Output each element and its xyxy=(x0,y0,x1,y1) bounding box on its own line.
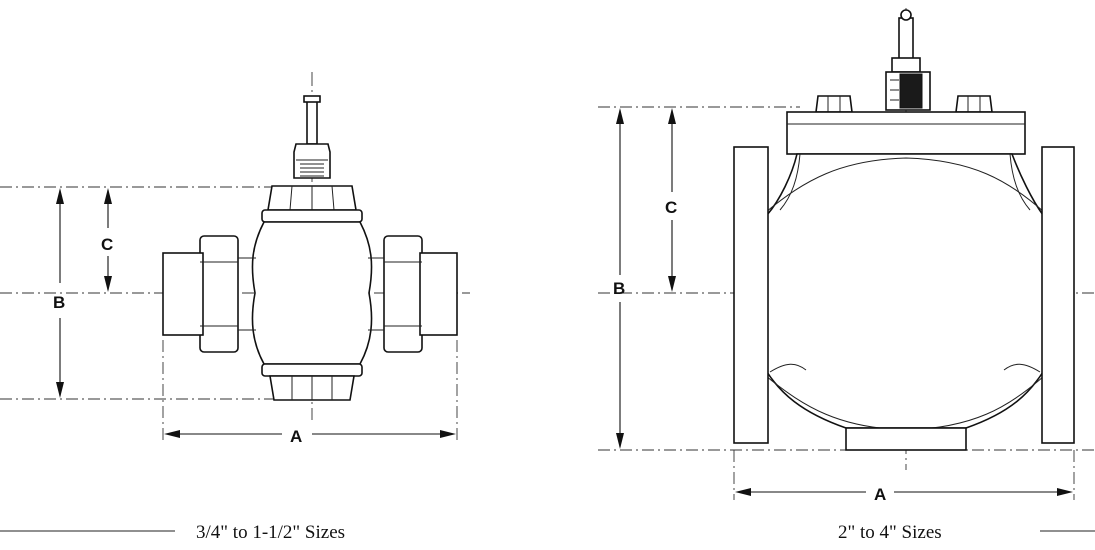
large-valve-diagram: B C A 2" to 4" Sizes xyxy=(598,8,1095,543)
small-dim-c-label: C xyxy=(101,235,113,254)
large-dim-a-label: A xyxy=(874,485,886,504)
small-dim-b-label: B xyxy=(53,293,65,312)
small-valve-diagram: B C A 3/4" to 1-1/2" Sizes xyxy=(0,72,470,543)
large-dim-c-label: C xyxy=(665,198,677,217)
large-dim-b-label: B xyxy=(613,279,625,298)
small-dim-a-label: A xyxy=(290,427,302,446)
large-valve-caption: 2" to 4" Sizes xyxy=(838,522,942,543)
small-valve-caption: 3/4" to 1-1/2" Sizes xyxy=(196,522,345,543)
